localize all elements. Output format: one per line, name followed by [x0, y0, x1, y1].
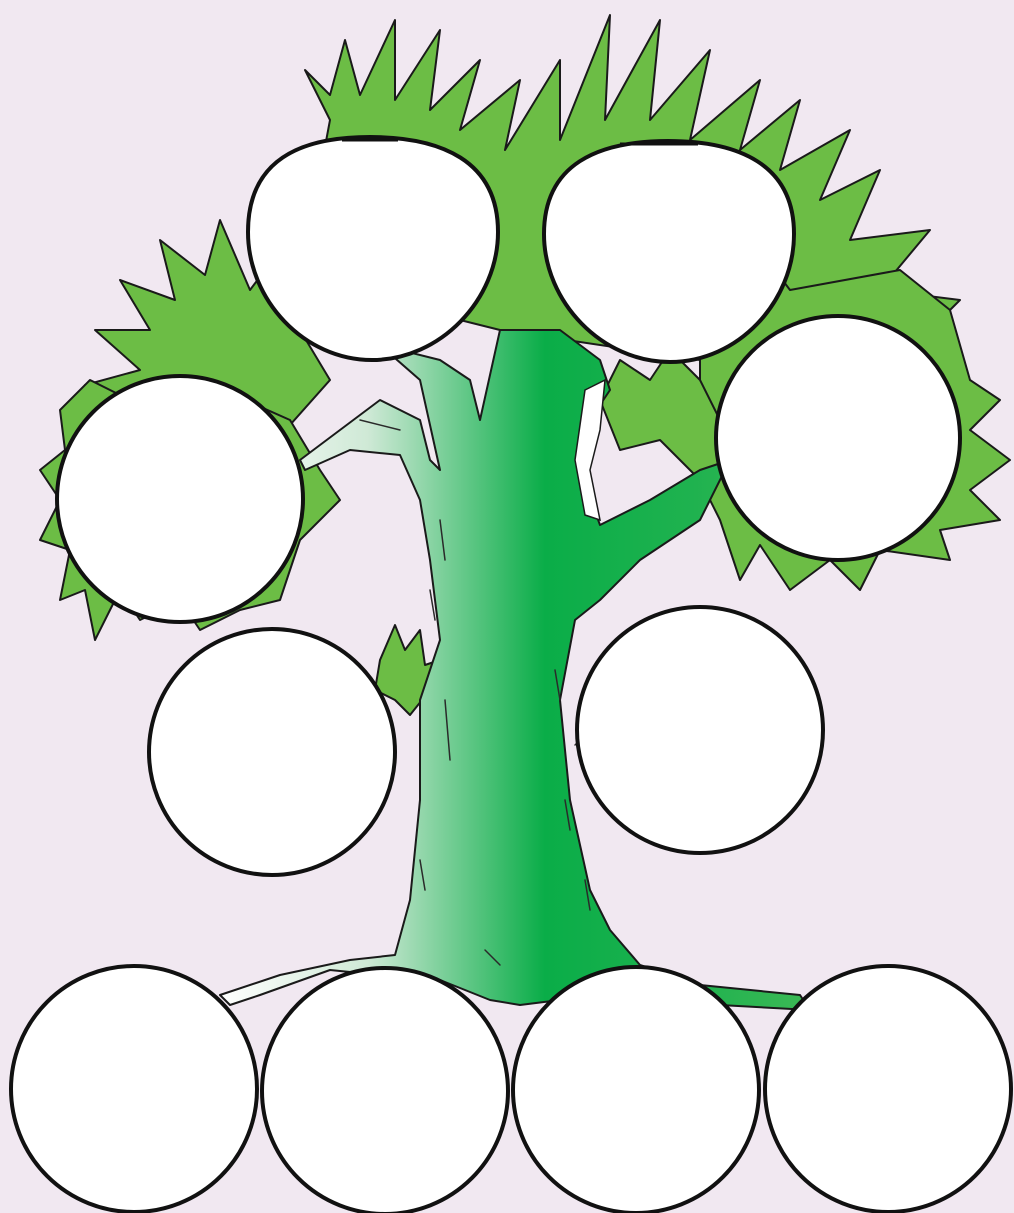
frame-aunt-uncle-2[interactable] [577, 607, 823, 853]
frame-parent-2[interactable] [716, 316, 960, 560]
frame-parent-1[interactable] [57, 376, 303, 622]
frame-child-1[interactable] [11, 966, 257, 1212]
frame-child-3[interactable] [513, 967, 759, 1213]
frame-aunt-uncle-1[interactable] [149, 629, 395, 875]
frame-child-2[interactable] [262, 968, 508, 1213]
frame-child-4[interactable] [765, 966, 1011, 1212]
